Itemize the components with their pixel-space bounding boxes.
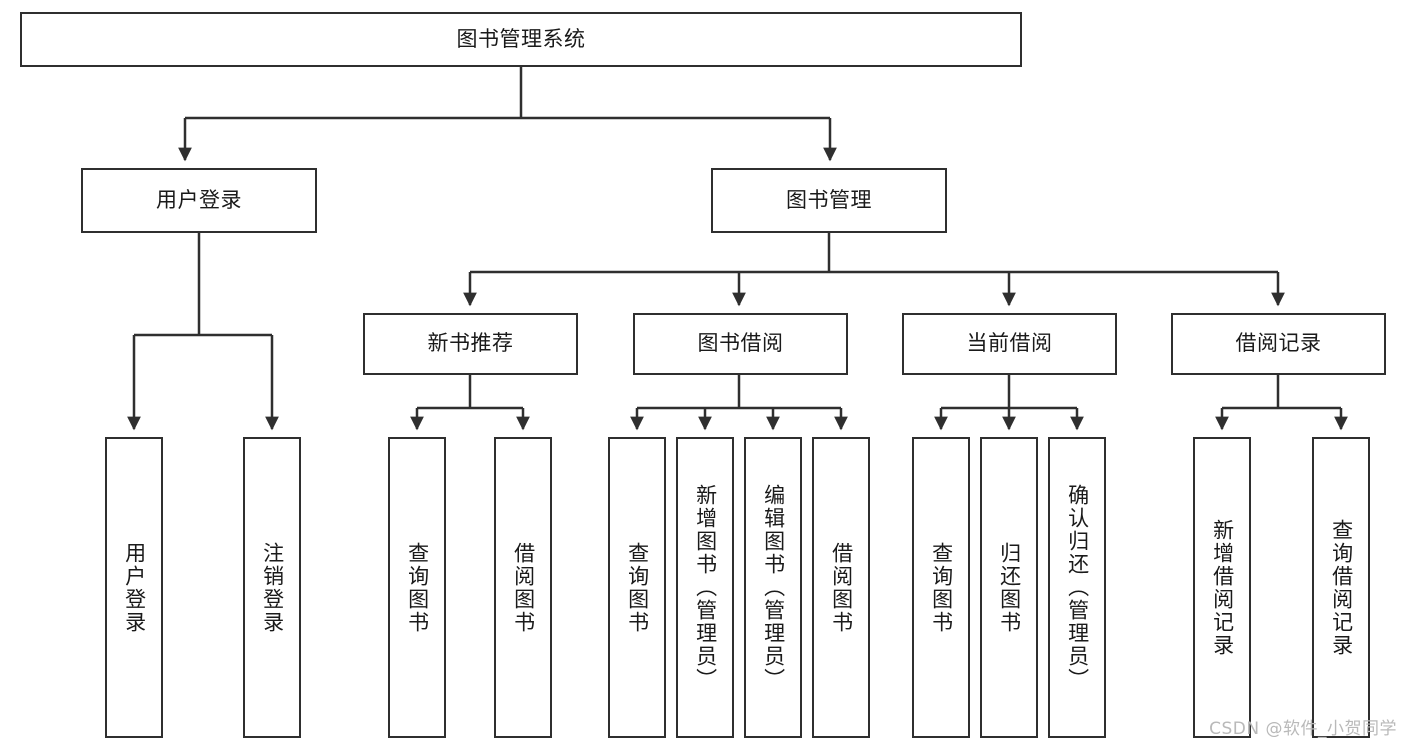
leaf-current-confirm-return-label: 确认归还（管理员）: [1065, 484, 1090, 691]
leaf-records-query-record[interactable]: 查询借阅记录: [1312, 437, 1370, 738]
leaf-current-return-book-label: 归还图书: [997, 541, 1022, 634]
node-book-management[interactable]: 图书管理: [711, 168, 947, 233]
leaf-recommend-query-book-label: 查询图书: [405, 541, 430, 634]
leaf-current-return-book[interactable]: 归还图书: [980, 437, 1038, 738]
leaf-borrow-edit-book-label: 编辑图书（管理员）: [761, 484, 786, 691]
leaf-borrow-query-book[interactable]: 查询图书: [608, 437, 666, 738]
node-borrow-records[interactable]: 借阅记录: [1171, 313, 1386, 375]
node-current-borrow-label: 当前借阅: [966, 331, 1053, 356]
node-new-book-recommend[interactable]: 新书推荐: [363, 313, 578, 375]
node-new-book-recommend-label: 新书推荐: [427, 331, 514, 356]
leaf-records-query-record-label: 查询借阅记录: [1329, 518, 1354, 657]
leaf-records-add-record-label: 新增借阅记录: [1210, 518, 1235, 657]
leaf-records-add-record[interactable]: 新增借阅记录: [1193, 437, 1251, 738]
node-user-login[interactable]: 用户登录: [81, 168, 317, 233]
node-user-login-label: 用户登录: [156, 187, 242, 212]
watermark-text: CSDN @软件_小贺同学: [1209, 719, 1397, 739]
node-root-system[interactable]: 图书管理系统: [20, 12, 1022, 67]
leaf-borrow-borrow-book[interactable]: 借阅图书: [812, 437, 870, 738]
node-root-system-label: 图书管理系统: [456, 26, 586, 51]
leaf-borrow-query-book-label: 查询图书: [625, 541, 650, 634]
node-book-management-label: 图书管理: [786, 187, 872, 212]
leaf-user-login-signin[interactable]: 用户登录: [105, 437, 163, 738]
leaf-recommend-query-book[interactable]: 查询图书: [388, 437, 446, 738]
leaf-current-confirm-return[interactable]: 确认归还（管理员）: [1048, 437, 1106, 738]
leaf-user-login-signout-label: 注销登录: [260, 541, 285, 634]
node-current-borrow[interactable]: 当前借阅: [902, 313, 1117, 375]
node-book-borrow-label: 图书借阅: [697, 331, 784, 356]
leaf-current-query-book[interactable]: 查询图书: [912, 437, 970, 738]
leaf-borrow-borrow-book-label: 借阅图书: [829, 541, 854, 634]
node-book-borrow[interactable]: 图书借阅: [633, 313, 848, 375]
leaf-recommend-borrow-book-label: 借阅图书: [511, 541, 536, 634]
leaf-current-query-book-label: 查询图书: [929, 541, 954, 634]
leaf-borrow-edit-book[interactable]: 编辑图书（管理员）: [744, 437, 802, 738]
leaf-recommend-borrow-book[interactable]: 借阅图书: [494, 437, 552, 738]
leaf-borrow-add-book-label: 新增图书（管理员）: [693, 484, 718, 691]
leaf-borrow-add-book[interactable]: 新增图书（管理员）: [676, 437, 734, 738]
leaf-user-login-signin-label: 用户登录: [122, 541, 147, 634]
node-borrow-records-label: 借阅记录: [1235, 331, 1322, 356]
leaf-user-login-signout[interactable]: 注销登录: [243, 437, 301, 738]
